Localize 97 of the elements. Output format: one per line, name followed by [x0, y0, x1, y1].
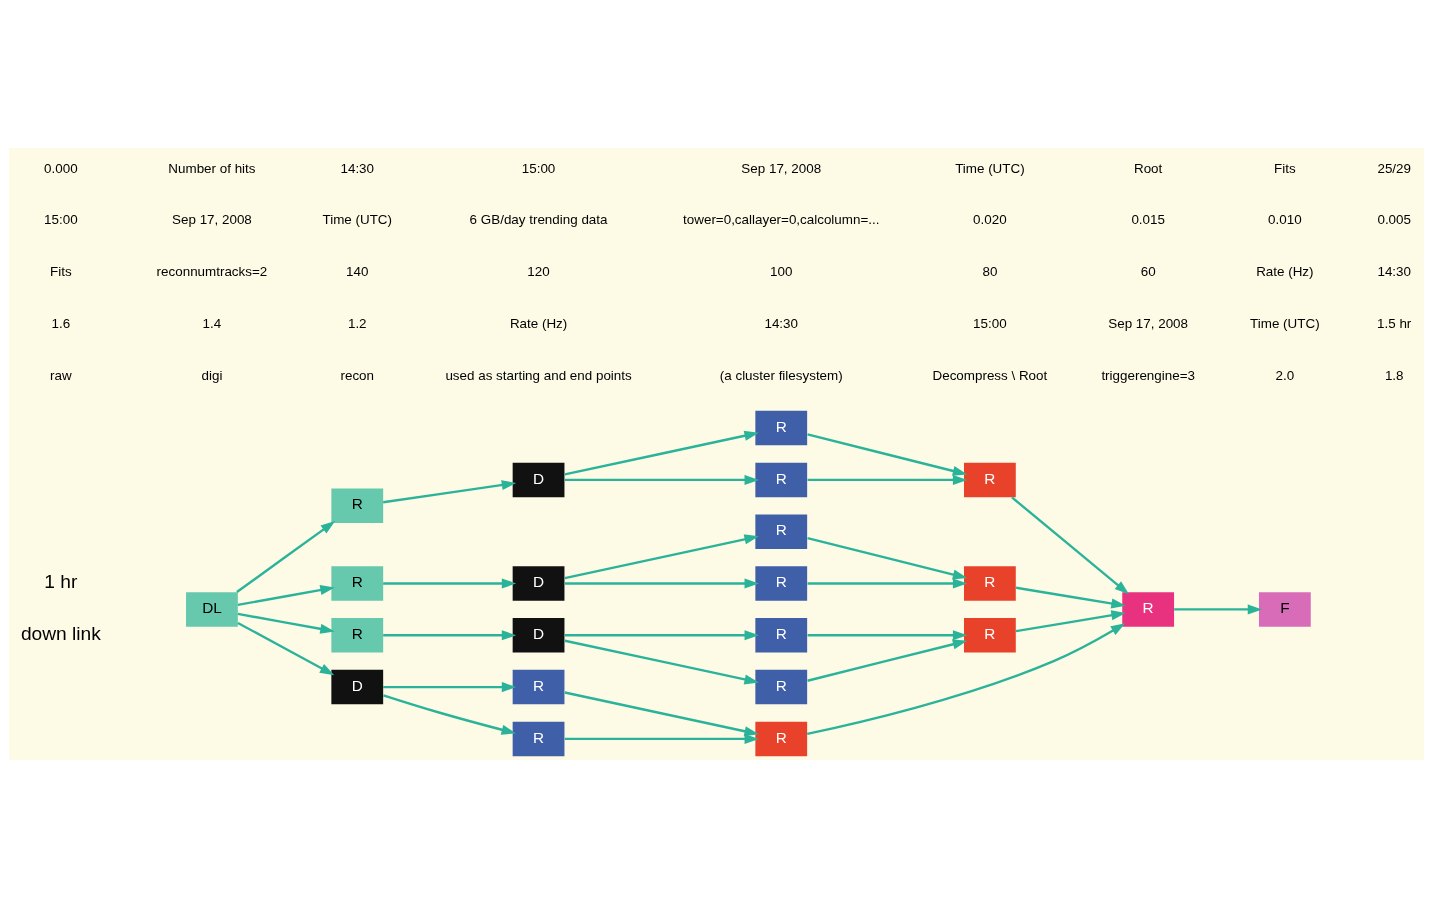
- label: 0.020: [973, 211, 1007, 227]
- arrow: [807, 629, 968, 640]
- arrow: [564, 639, 759, 684]
- label: 1.6: [51, 315, 71, 331]
- label: Rate (Hz): [1256, 263, 1314, 279]
- label: Time (UTC): [1250, 315, 1320, 331]
- label: digi: [201, 367, 223, 383]
- node-box: R: [964, 565, 1016, 601]
- node-box: R: [964, 462, 1016, 497]
- arrow: [807, 432, 968, 476]
- node-box: R: [1122, 591, 1175, 627]
- node-box: R: [331, 488, 384, 523]
- label: 0.000: [44, 160, 78, 176]
- arrow: [564, 577, 759, 589]
- label: reconnumtracks=2: [156, 263, 268, 279]
- label: recon: [340, 367, 375, 383]
- arrow: [383, 577, 517, 589]
- node-box: R: [755, 617, 808, 653]
- label: Root: [1134, 160, 1163, 176]
- arrow: [383, 681, 517, 692]
- label: 15:00: [44, 211, 78, 227]
- label: 140: [346, 263, 369, 279]
- label: 80: [982, 263, 998, 279]
- label: 120: [527, 263, 550, 279]
- label: Sep 17, 2008: [1108, 315, 1189, 331]
- label: 1.5 hr: [1377, 315, 1412, 331]
- arrow: [237, 612, 335, 634]
- label: 0.015: [1131, 211, 1165, 227]
- label: Rate (Hz): [509, 315, 568, 331]
- node-box: R: [964, 617, 1016, 653]
- node-box: R: [512, 669, 565, 704]
- label: 1.8: [1384, 367, 1404, 383]
- node-box: R: [755, 462, 808, 497]
- label: 14:30: [340, 160, 375, 176]
- node-box: R: [512, 721, 565, 756]
- arrow: [564, 733, 759, 744]
- arrow: [237, 584, 335, 606]
- arrow: [1174, 603, 1263, 614]
- label: used as starting and end points: [445, 367, 632, 383]
- label: Sep 17, 2008: [172, 211, 252, 227]
- arrow: [564, 474, 759, 485]
- node-box: D: [512, 617, 565, 653]
- label: 2.0: [1275, 367, 1295, 383]
- label: triggerengine=3: [1101, 367, 1195, 383]
- label: Fits: [50, 263, 72, 279]
- label: 14:30: [1377, 263, 1411, 279]
- label: tower=0,callayer=0,calcolumn=...: [683, 211, 880, 227]
- label: raw: [50, 367, 72, 383]
- node-box: R: [755, 410, 808, 445]
- label: 15:00: [973, 315, 1007, 331]
- arrow: [807, 536, 968, 579]
- node-box: R: [755, 513, 808, 549]
- arrow: [807, 638, 968, 682]
- node-box: D: [512, 462, 565, 497]
- node-box: R: [331, 617, 384, 653]
- node-box: D: [331, 669, 384, 704]
- arrow: [807, 474, 968, 485]
- node-box: R: [755, 669, 808, 704]
- arrow: [383, 693, 516, 735]
- node-label: down link: [20, 622, 101, 644]
- label: 60: [1140, 263, 1156, 279]
- label: Fits: [1274, 160, 1296, 176]
- node-box: F: [1258, 591, 1311, 627]
- label: 6 GB/day trending data: [469, 211, 608, 227]
- arrow: [807, 622, 1126, 735]
- label: Sep 17, 2008: [741, 160, 822, 176]
- label: 14:30: [764, 315, 799, 331]
- arrow: [1011, 495, 1129, 594]
- label: Number of hits: [168, 160, 256, 176]
- label: Time (UTC): [955, 160, 1025, 176]
- arrow: [236, 520, 336, 593]
- arrow: [564, 430, 759, 476]
- arrow: [383, 479, 517, 503]
- label: Decompress \ Root: [932, 367, 1048, 383]
- node-box: DL: [186, 591, 238, 627]
- arrow: [383, 629, 517, 640]
- arrow: [1015, 609, 1126, 632]
- label: 1.4: [202, 315, 222, 331]
- label: 25/29: [1377, 160, 1411, 176]
- node-box: D: [512, 565, 565, 601]
- arrow: [237, 621, 335, 675]
- arrow: [564, 629, 759, 640]
- label: 0.010: [1268, 211, 1302, 227]
- label: Time (UTC): [322, 211, 393, 227]
- arrow: [1015, 585, 1126, 608]
- arrow: [564, 690, 759, 736]
- label: 0.005: [1377, 211, 1411, 227]
- label: 100: [770, 263, 793, 279]
- label: 1.2: [347, 315, 367, 331]
- node-box: R: [755, 721, 808, 756]
- arrow: [564, 533, 759, 579]
- label: 15:00: [521, 160, 556, 176]
- arrow: [807, 577, 968, 589]
- node-box: R: [755, 565, 808, 601]
- node-box: R: [331, 565, 384, 601]
- label: (a cluster filesystem): [719, 367, 843, 383]
- node-label: 1 hr: [44, 570, 78, 592]
